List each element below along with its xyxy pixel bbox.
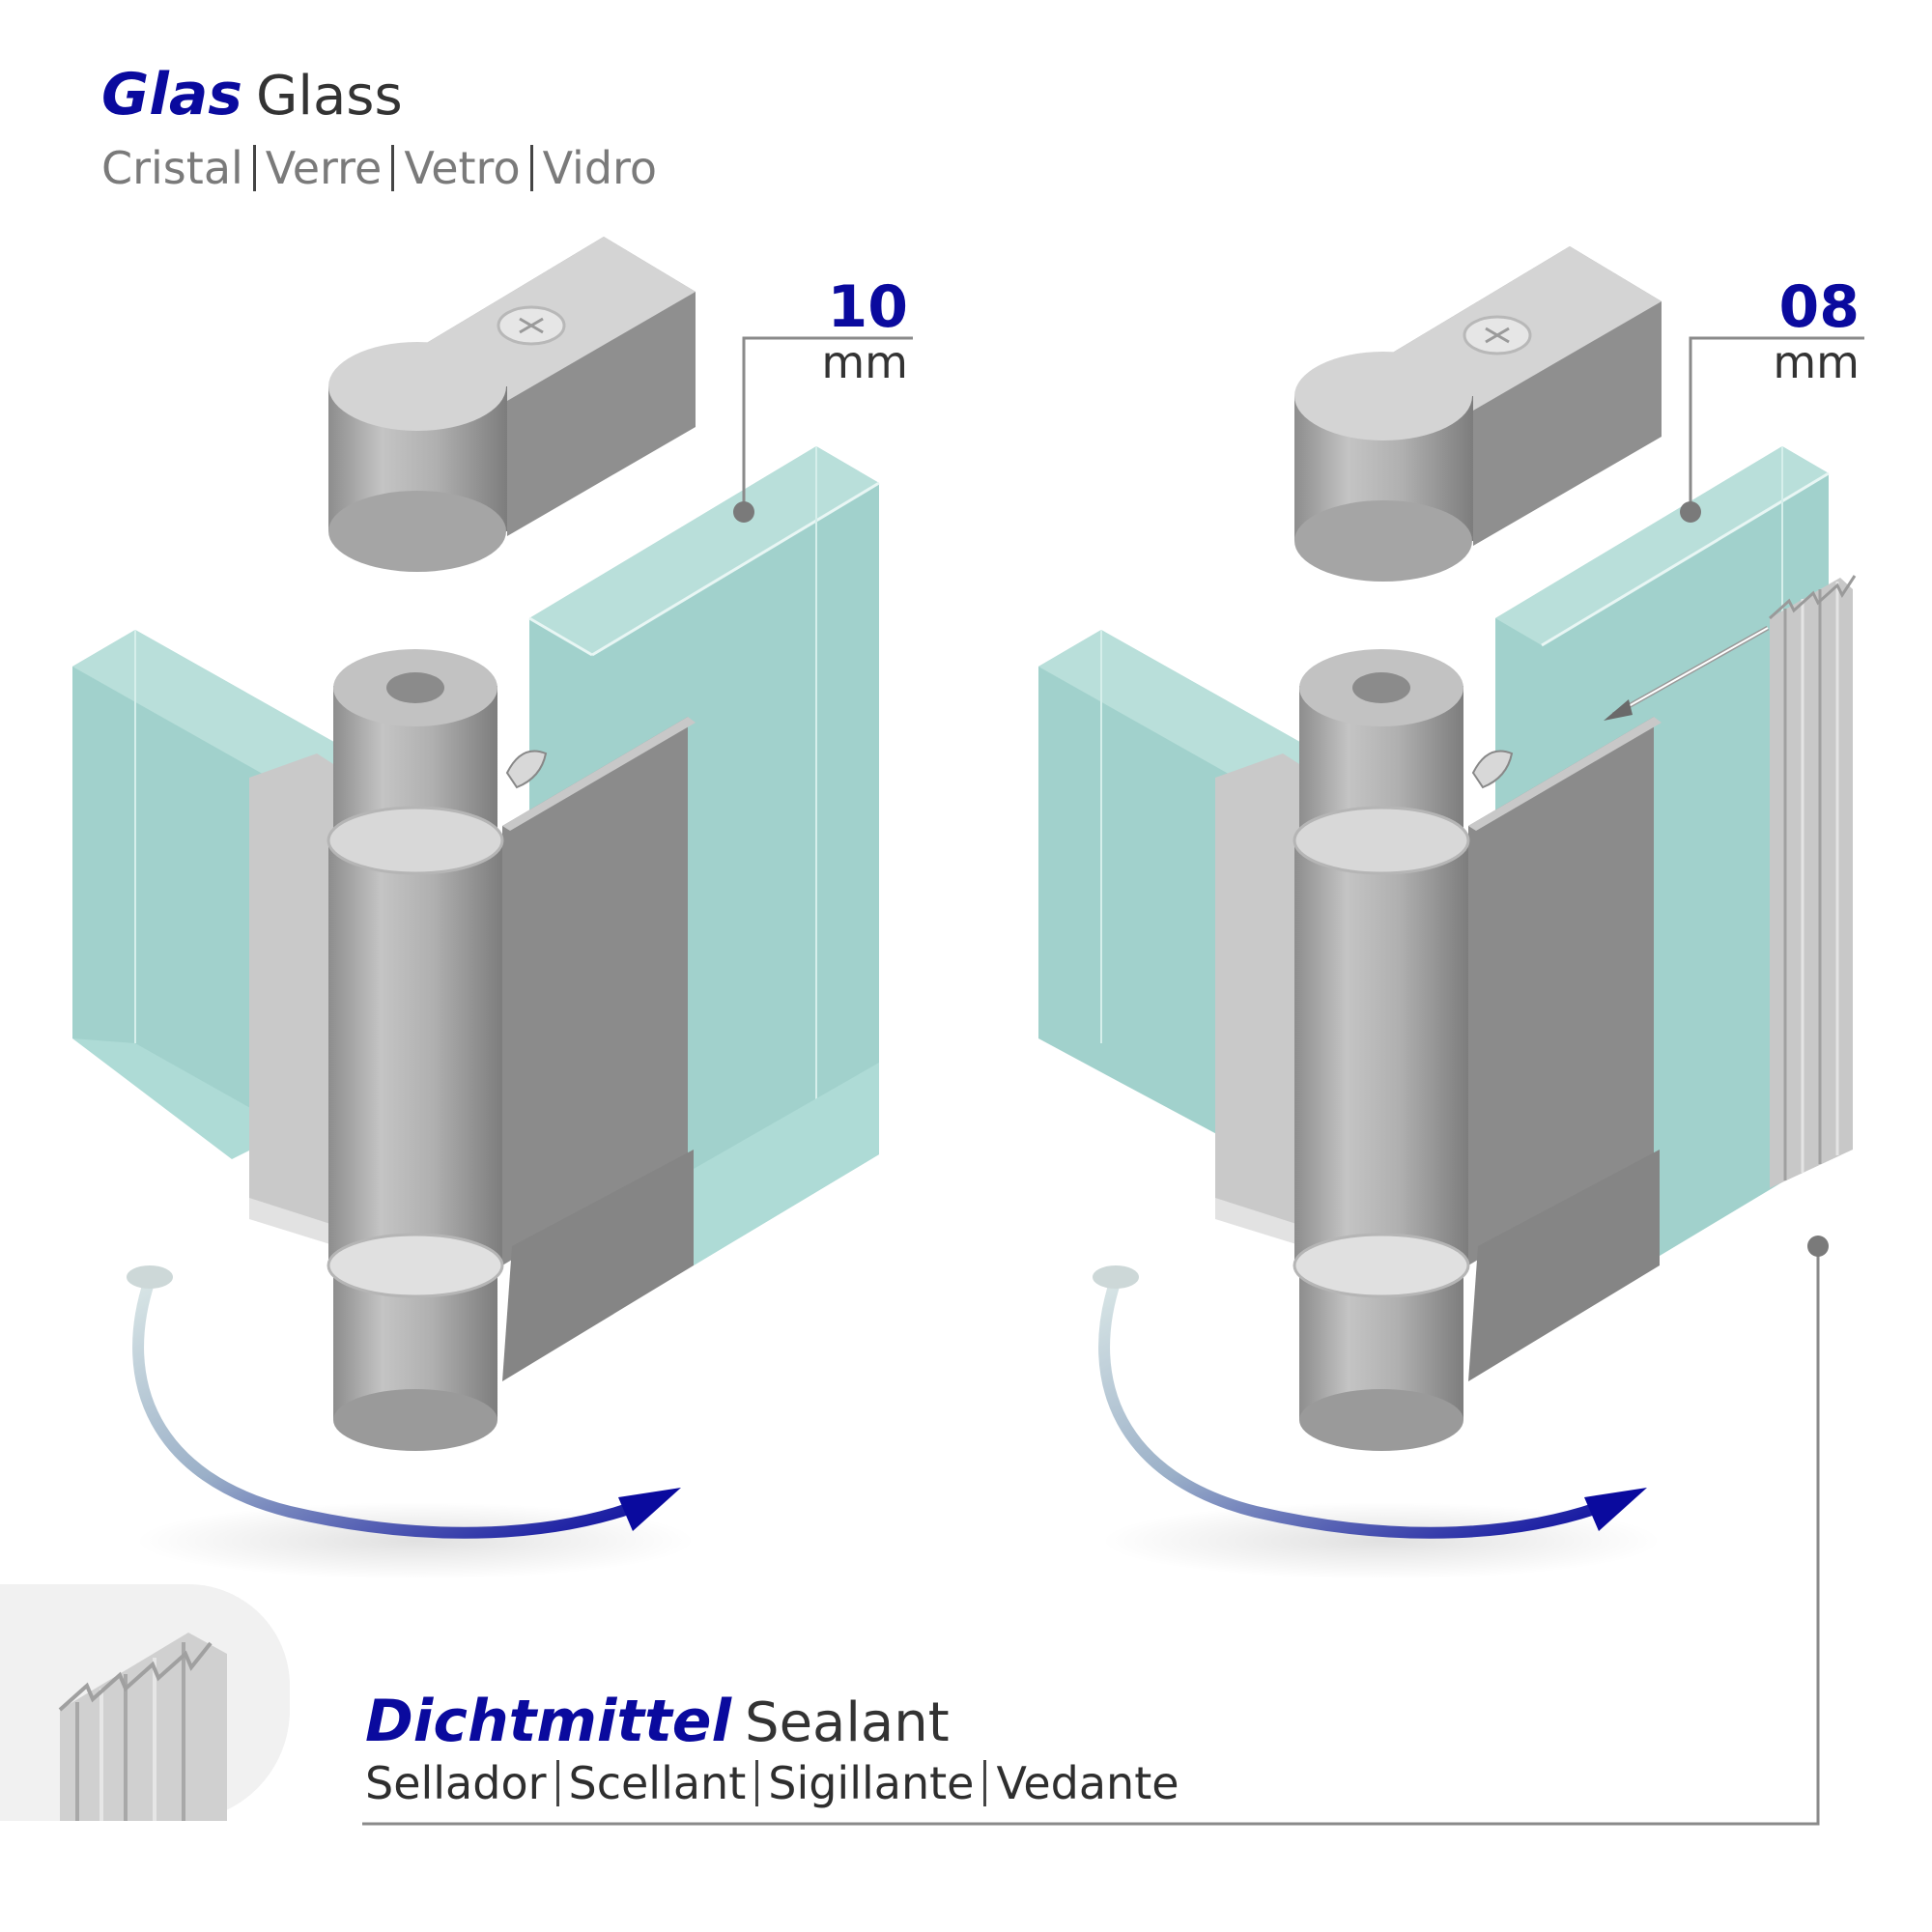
- separator: [252, 145, 256, 191]
- sealant-title-en: Sealant: [745, 1691, 950, 1754]
- sealant-translation-es: Sellador: [365, 1757, 547, 1809]
- sealant-translation-it: Sigillante: [768, 1757, 975, 1809]
- thickness-right-value: 08: [1778, 273, 1861, 341]
- cap-right: [1294, 246, 1662, 582]
- glass-translations: Cristal Verre Vetro Vidro: [101, 145, 657, 191]
- thickness-left-unit: mm: [821, 336, 908, 388]
- sealant-leader: [362, 1246, 1820, 1826]
- sealant-title: Dichtmittel: [365, 1688, 732, 1755]
- glass-translation-it: Vetro: [404, 142, 521, 194]
- sealant-thumbnail: [0, 1584, 290, 1821]
- glass-translation-fr: Verre: [265, 142, 383, 194]
- separator: [555, 1760, 559, 1806]
- thickness-right-unit: mm: [1773, 336, 1860, 388]
- separator: [529, 145, 533, 191]
- thickness-left-value: 10: [827, 273, 909, 341]
- hinge-right: [1038, 246, 1864, 1579]
- separator: [983, 1760, 987, 1806]
- separator: [755, 1760, 759, 1806]
- glass-translation-es: Cristal: [101, 142, 243, 194]
- glass-translation-pt: Vidro: [542, 142, 658, 194]
- glass-title-en: Glass: [256, 65, 403, 128]
- sealant-strip: [1768, 575, 1857, 1188]
- glass-title: Glas: [101, 61, 243, 128]
- hinge-left: [72, 237, 913, 1579]
- sealant-translation-fr: Scellant: [568, 1757, 747, 1809]
- cap-left: [328, 237, 696, 572]
- sealant-translation-pt: Vedante: [996, 1757, 1179, 1809]
- separator: [391, 145, 395, 191]
- sealant-translations: Sellador Scellant Sigillante Vedante: [365, 1760, 1179, 1806]
